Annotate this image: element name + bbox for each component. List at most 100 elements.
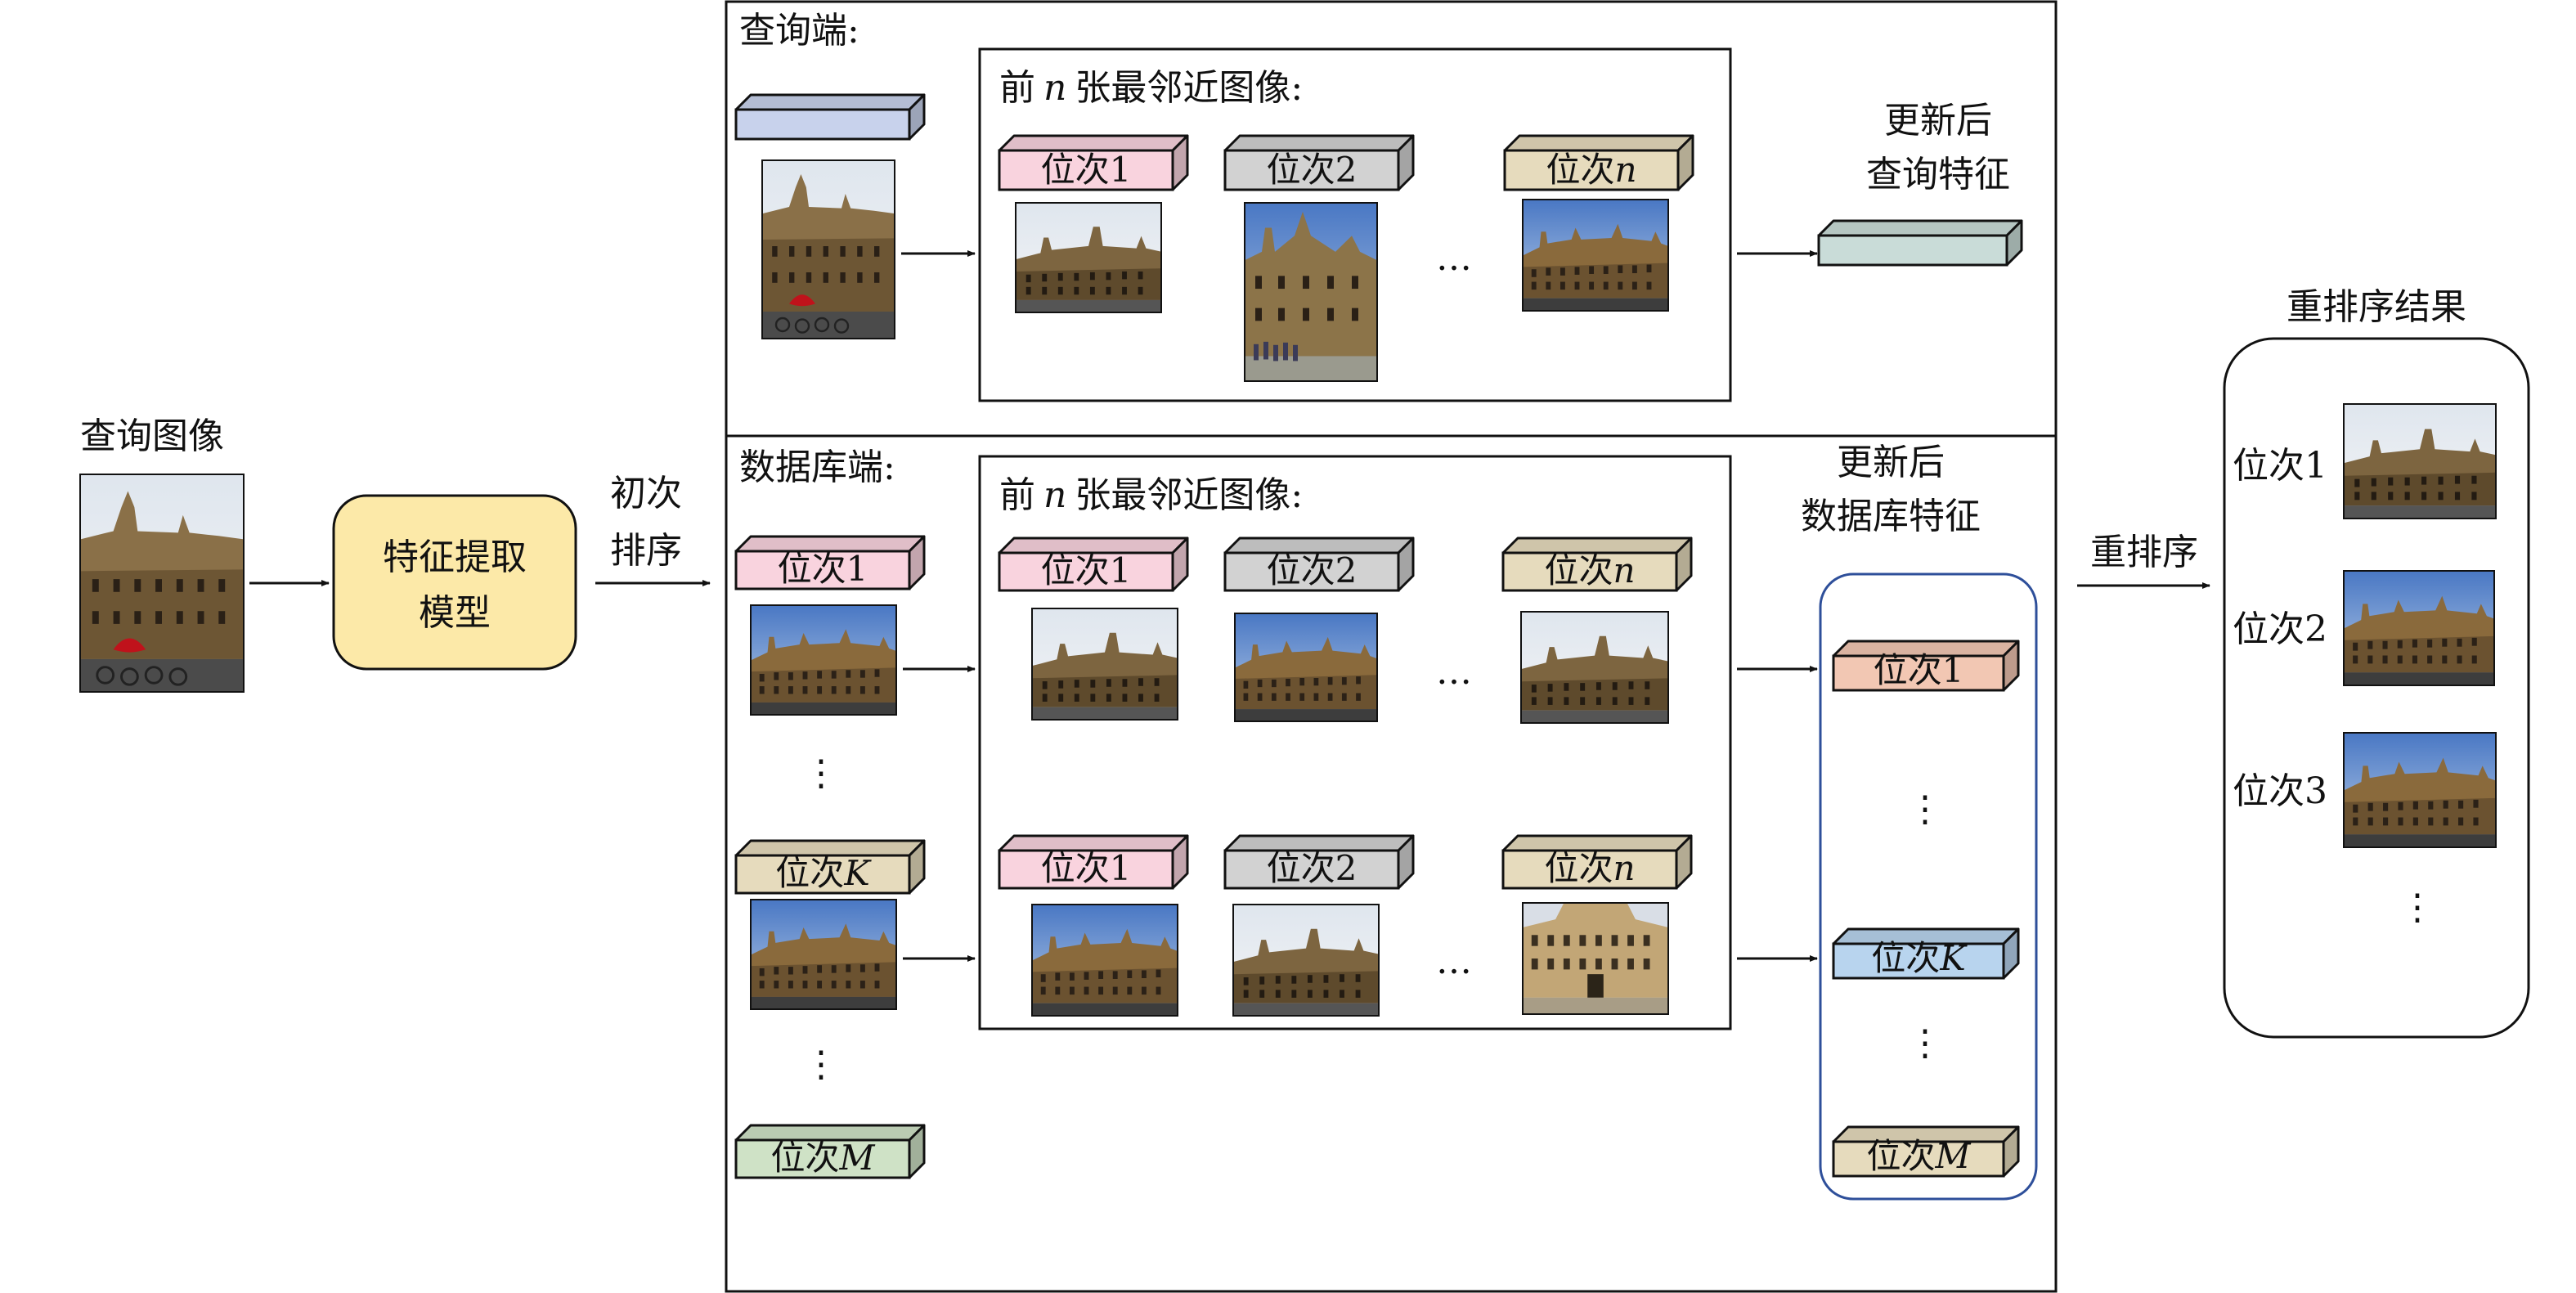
query-rank-tag-3-label: 位次n — [1546, 150, 1636, 190]
result-box — [2223, 337, 2530, 1039]
updated-db-rank-tag-3-label: 位次M — [1866, 1136, 1971, 1176]
db-row1-rank-tag-1-front — [998, 551, 1174, 592]
updated-db-rank-tag-3-label-prefix: 位次 — [1866, 1136, 1935, 1176]
db-photo-rank-K — [750, 899, 897, 1010]
query-feature-block — [734, 93, 926, 141]
db-neighbors-box — [978, 455, 1732, 1030]
db-row1-rank-tag-1-label-num: 1 — [1110, 550, 1132, 590]
db-rank-tag-1: 位次1 — [734, 535, 926, 590]
db-row1-rank-tag-1: 位次1 — [998, 537, 1189, 592]
result-photo-1 — [2343, 403, 2497, 519]
db-row1-rank-tag-2-label-num: 2 — [1335, 550, 1358, 590]
db-row2-rank-tag-3-front — [1501, 849, 1678, 890]
db-row2-rank-tag-2: 位次2 — [1223, 834, 1415, 890]
db-rank-tag-3: 位次M — [734, 1124, 926, 1179]
db-row2-rank-tag-1: 位次1 — [998, 834, 1189, 890]
db-rank-tag-3-label-prefix: 位次 — [770, 1138, 839, 1178]
db-row1-rank-tag-2: 位次2 — [1223, 537, 1415, 592]
db-row2-rank-tag-1-label-num: 1 — [1110, 848, 1132, 888]
updated-db-vdots-2: ⋮ — [1907, 1022, 1943, 1064]
query-neighbors-ellipsis: … — [1436, 237, 1472, 279]
query-image — [79, 474, 245, 693]
db-row2-photo-n — [1522, 902, 1669, 1015]
query-feature-front — [734, 108, 911, 141]
updated-db-rank-tag-3: 位次M — [1832, 1125, 2020, 1178]
db-left-vdots-2: ⋮ — [803, 1044, 839, 1085]
db-rank-tag-1-label: 位次1 — [778, 549, 868, 589]
updated-db-label-line1: 更新后 — [1837, 442, 1945, 483]
query-rank-tag-1-label-num: 1 — [1110, 150, 1132, 190]
query-image-label: 查询图像 — [80, 415, 224, 457]
db-row1-rank-tag-3-label-num: n — [1613, 550, 1635, 590]
db-rank-tag-2-front — [734, 854, 911, 895]
query-rank-tag-3-top — [1503, 134, 1694, 152]
result-rank-3-label: 位次3 — [2233, 770, 2327, 812]
updated-db-rank-tag-2: 位次K — [1832, 927, 2020, 980]
db-row2-rank-tag-2-label-num: 2 — [1335, 848, 1358, 888]
db-row1-rank-tag-3: 位次n — [1501, 537, 1693, 592]
db-row1-rank-tag-3-front — [1501, 551, 1678, 592]
updated-query-feature-top — [1817, 219, 2023, 237]
updated-db-rank-tag-1-label-num: 1 — [1942, 650, 1964, 690]
query-rank-tag-3: 位次n — [1503, 134, 1694, 191]
query-rank-tag-1: 位次1 — [998, 134, 1189, 191]
db-row1-rank-tag-1-label: 位次1 — [1041, 550, 1132, 590]
result-title: 重排序结果 — [2287, 286, 2466, 328]
db-rank-tag-1-label-num: 1 — [846, 549, 868, 589]
db-row1-rank-tag-2-label: 位次2 — [1267, 550, 1358, 590]
result-vdots: ⋮ — [2399, 887, 2435, 928]
updated-db-rank-tag-2-label-prefix: 位次 — [1871, 938, 1940, 978]
updated-db-rank-tag-3-front — [1832, 1140, 2005, 1178]
updated-db-rank-tag-2-label: 位次K — [1871, 938, 1968, 978]
query-rank-tag-2-label: 位次2 — [1267, 150, 1358, 190]
query-rank-tag-2-front — [1223, 149, 1400, 191]
updated-db-rank-tag-1-label-prefix: 位次 — [1874, 650, 1942, 690]
feature-extraction-model: 特征提取 模型 — [332, 494, 577, 671]
db-row2-rank-tag-3-label-num: n — [1613, 848, 1635, 888]
updated-query-feature-front — [1817, 234, 2008, 267]
db-row1-photo-n — [1520, 611, 1669, 724]
query-rank-tag-3-label-prefix: 位次 — [1546, 150, 1614, 190]
updated-query-label-line2: 查询特征 — [1866, 154, 2010, 195]
db-rank-tag-1-front — [734, 550, 911, 590]
result-rank-2-label: 位次2 — [2233, 608, 2327, 650]
updated-query-label-line1: 更新后 — [1884, 100, 1992, 141]
query-neighbor-photo-2 — [1244, 202, 1378, 382]
query-feature-top — [734, 93, 926, 111]
db-row2-rank-tag-1-front — [998, 849, 1174, 890]
db-rank-tag-3-label-num: M — [839, 1138, 876, 1178]
updated-query-feature-block — [1817, 219, 2023, 267]
updated-db-rank-tag-1: 位次1 — [1832, 640, 2020, 692]
db-row1-ellipsis: … — [1436, 651, 1472, 693]
db-row2-rank-tag-2-front — [1223, 849, 1400, 890]
query-neighbors-box — [978, 47, 1732, 402]
db-rank-tag-2-label: 位次K — [775, 853, 872, 893]
query-rank-tag-1-label-prefix: 位次 — [1041, 150, 1110, 190]
query-rank-tag-2-label-prefix: 位次 — [1267, 150, 1335, 190]
db-side-title: 数据库端: — [739, 447, 895, 488]
db-row2-rank-tag-2-label: 位次2 — [1267, 848, 1358, 888]
model-label-line2: 模型 — [419, 592, 491, 634]
db-row1-rank-tag-2-front — [1223, 551, 1400, 592]
query-rank-tag-1-label: 位次1 — [1041, 150, 1132, 190]
updated-db-rank-tag-2-front — [1832, 942, 2005, 980]
db-rank-tag-3-label: 位次M — [770, 1138, 875, 1178]
updated-db-rank-tag-3-label-num: M — [1935, 1136, 1972, 1176]
db-rank-tag-3-front — [734, 1138, 911, 1179]
db-row2-rank-tag-3-label-prefix: 位次 — [1544, 848, 1613, 888]
db-row1-rank-tag-1-label-prefix: 位次 — [1041, 550, 1110, 590]
updated-db-label-line2: 数据库特征 — [1801, 496, 1981, 537]
result-rank-1-label: 位次1 — [2233, 445, 2327, 487]
db-photo-rank-1 — [750, 604, 897, 716]
updated-db-vdots-1: ⋮ — [1907, 788, 1943, 830]
updated-query-feature — [1817, 219, 2023, 267]
db-rank-tag-2: 位次K — [734, 839, 926, 895]
query-rank-tag-1-front — [998, 149, 1174, 191]
db-row2-photo-2 — [1232, 904, 1380, 1017]
initial-rank-label-line1: 初次 — [610, 473, 682, 514]
updated-db-rank-tag-1-label: 位次1 — [1874, 650, 1964, 690]
